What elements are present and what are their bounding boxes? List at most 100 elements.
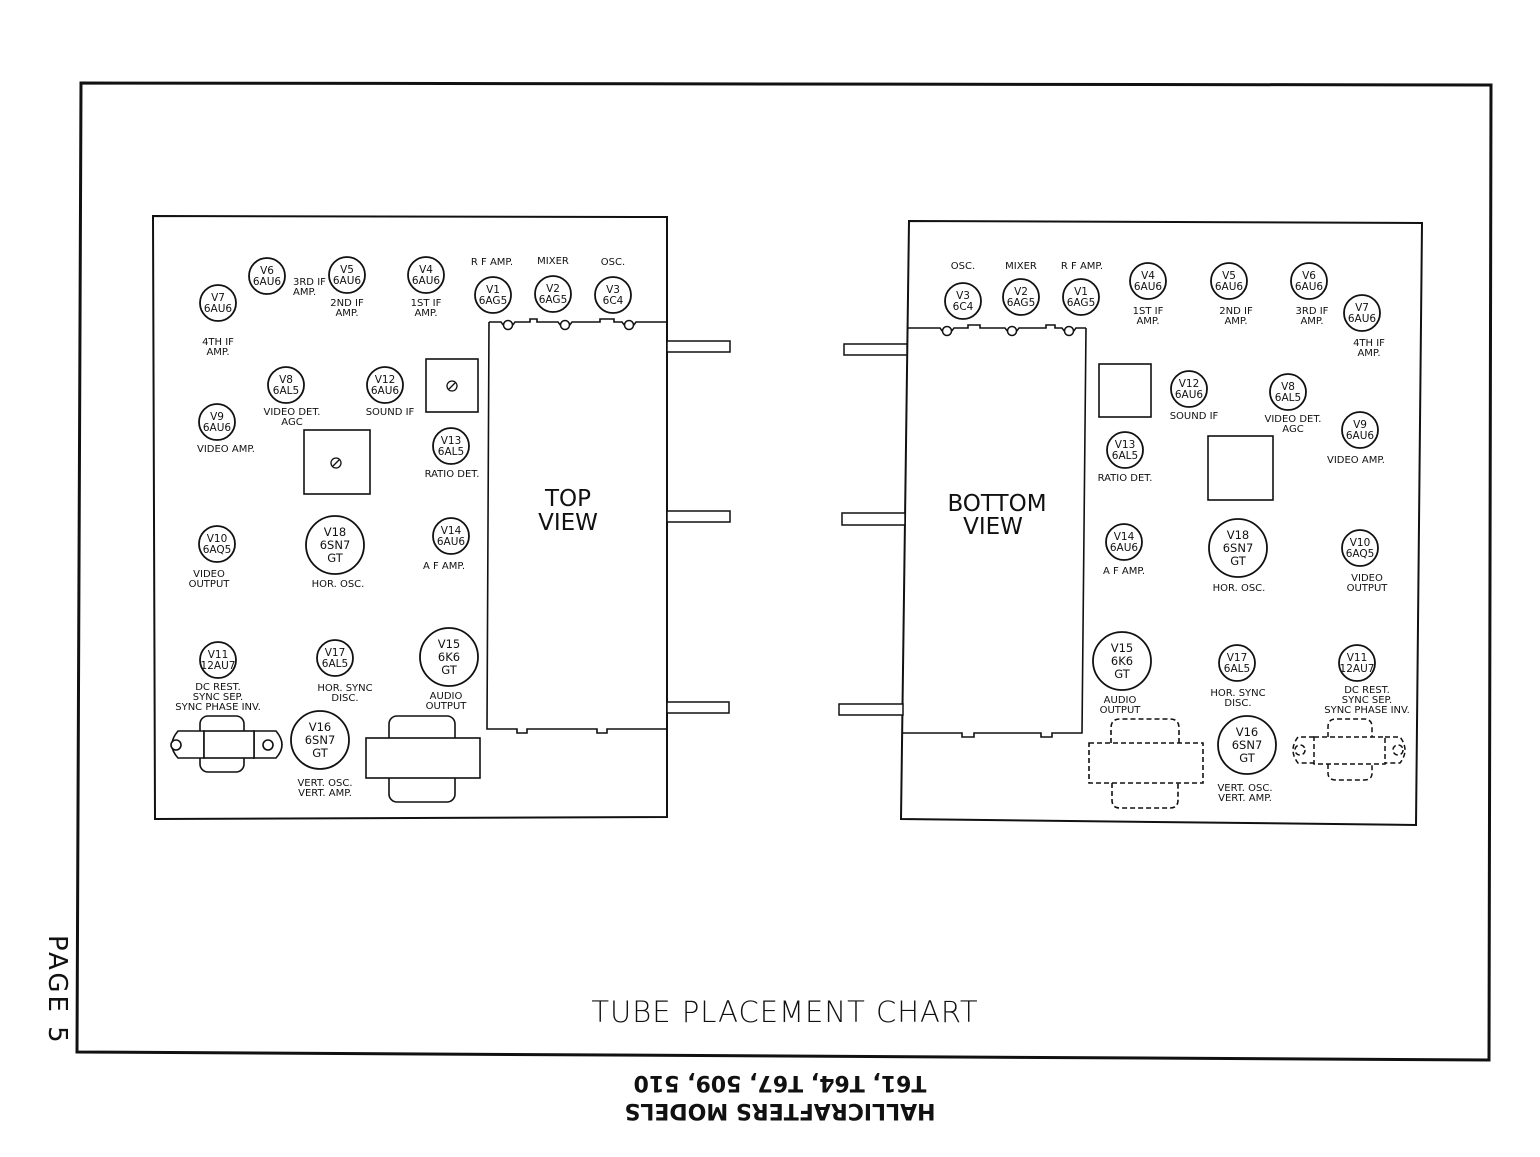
tube-function-label: AGC (281, 417, 302, 428)
tube-type: GT (312, 746, 329, 760)
tube-designator: V12 (375, 374, 396, 386)
tube-circle (594, 276, 632, 314)
tube-designator: V2 (1014, 286, 1028, 298)
tube-type: 6AG5 (1007, 297, 1036, 309)
tube-function-label: HOR. OSC. (1213, 583, 1266, 594)
tube-circle (1217, 715, 1277, 775)
tube-function-label: DC REST. (1344, 685, 1390, 696)
tube-type: 6SN7 (305, 733, 336, 747)
tube-function-label: DISC. (1224, 698, 1251, 709)
tube-designator: V3 (956, 290, 970, 302)
tube-type: 6AU6 (437, 536, 466, 548)
chart-title: TUBE PLACEMENT CHART (591, 995, 979, 1029)
top-view-label-line1: TOP (544, 486, 591, 512)
tube-circle (305, 515, 365, 575)
tube-circle (1062, 278, 1100, 316)
tube-type: 6AU6 (371, 385, 400, 397)
tube-type: 6AG5 (479, 295, 508, 307)
tube-function-label: 2ND IF (330, 298, 364, 309)
tube-function-label: 1ST IF (411, 298, 442, 309)
tube-function-label: 3RD IF (1296, 306, 1329, 317)
tube-function-label: MIXER (1005, 261, 1037, 272)
tube-type: 6AQ5 (1346, 548, 1375, 560)
bottom-socket-hole (1006, 325, 1018, 337)
tube-function-label: 2ND IF (1219, 306, 1253, 317)
tube-circle (1341, 529, 1379, 567)
tube-function-label: AUDIO (1104, 695, 1137, 706)
tube-type: 6AU6 (1110, 542, 1139, 554)
tube-circle (267, 366, 305, 404)
tube-designator: V5 (340, 264, 354, 276)
tube-function-label: 1ST IF (1133, 306, 1164, 317)
tuner-shaft (666, 340, 731, 353)
tube-designator: V13 (441, 435, 462, 447)
tube-circle (198, 525, 236, 563)
tube-function-label: AMP. (1136, 316, 1159, 327)
tube-circle (1290, 262, 1328, 300)
tube-function-label: VIDEO DET. (264, 407, 321, 418)
tube-designator: V9 (210, 411, 224, 423)
bottom-socket-hole (1063, 325, 1075, 337)
tube-circle (198, 403, 236, 441)
tube-designator: V3 (606, 284, 620, 296)
tube-circle (290, 710, 350, 770)
top-view-chassis-outline (151, 214, 668, 821)
tube-type: 6AU6 (1346, 430, 1375, 442)
tube-designator: V6 (1302, 270, 1316, 282)
sound-if-transformer-can (425, 358, 479, 413)
tube-type: 6AU6 (412, 275, 441, 287)
tube-type: 6AU6 (1175, 389, 1204, 401)
tube-circle (1338, 644, 1376, 682)
tube-function-label: VIDEO (1351, 573, 1383, 584)
tube-function-label: OSC. (601, 257, 625, 268)
tube-function-label: VIDEO DET. (1265, 414, 1322, 425)
tube-circle (1218, 644, 1256, 682)
tube-circle (1341, 411, 1379, 449)
tube-circle (248, 257, 286, 295)
tube-designator: V10 (1350, 537, 1371, 549)
tube-type: 6AU6 (1295, 281, 1324, 293)
tube-function-label: OSC. (951, 261, 975, 272)
tube-type: 6C4 (603, 295, 624, 307)
tuner-shaft (838, 703, 904, 716)
tube-function-label: 4TH IF (1353, 338, 1385, 349)
tube-function-label: MIXER (537, 256, 569, 267)
tube-designator: V6 (260, 265, 274, 277)
tube-type: GT (1239, 751, 1256, 765)
tube-function-label: AMP. (1357, 348, 1380, 359)
tube-designator: V2 (546, 283, 560, 295)
bottom-view-label-line2: VIEW (963, 514, 1023, 540)
tube-function-label: AMP. (1224, 316, 1247, 327)
tube-designator: V9 (1353, 419, 1367, 431)
tuner-shaft (841, 512, 906, 526)
tube-circle (407, 256, 445, 294)
tube-circle (1092, 631, 1152, 691)
tube-function-label: DISC. (331, 693, 358, 704)
tube-circle (1210, 262, 1248, 300)
tube-type: 6AL5 (1275, 392, 1301, 404)
tuner-shaft (666, 510, 731, 523)
tube-function-label: VERT. OSC. (1217, 783, 1272, 794)
tube-type: 6AU6 (1348, 313, 1377, 325)
tube-function-label: AGC (1282, 424, 1303, 435)
tube-circle (1170, 370, 1208, 408)
tube-designator: V12 (1179, 378, 1200, 390)
tube-designator: V18 (1227, 528, 1250, 542)
tube-type: GT (441, 663, 458, 677)
